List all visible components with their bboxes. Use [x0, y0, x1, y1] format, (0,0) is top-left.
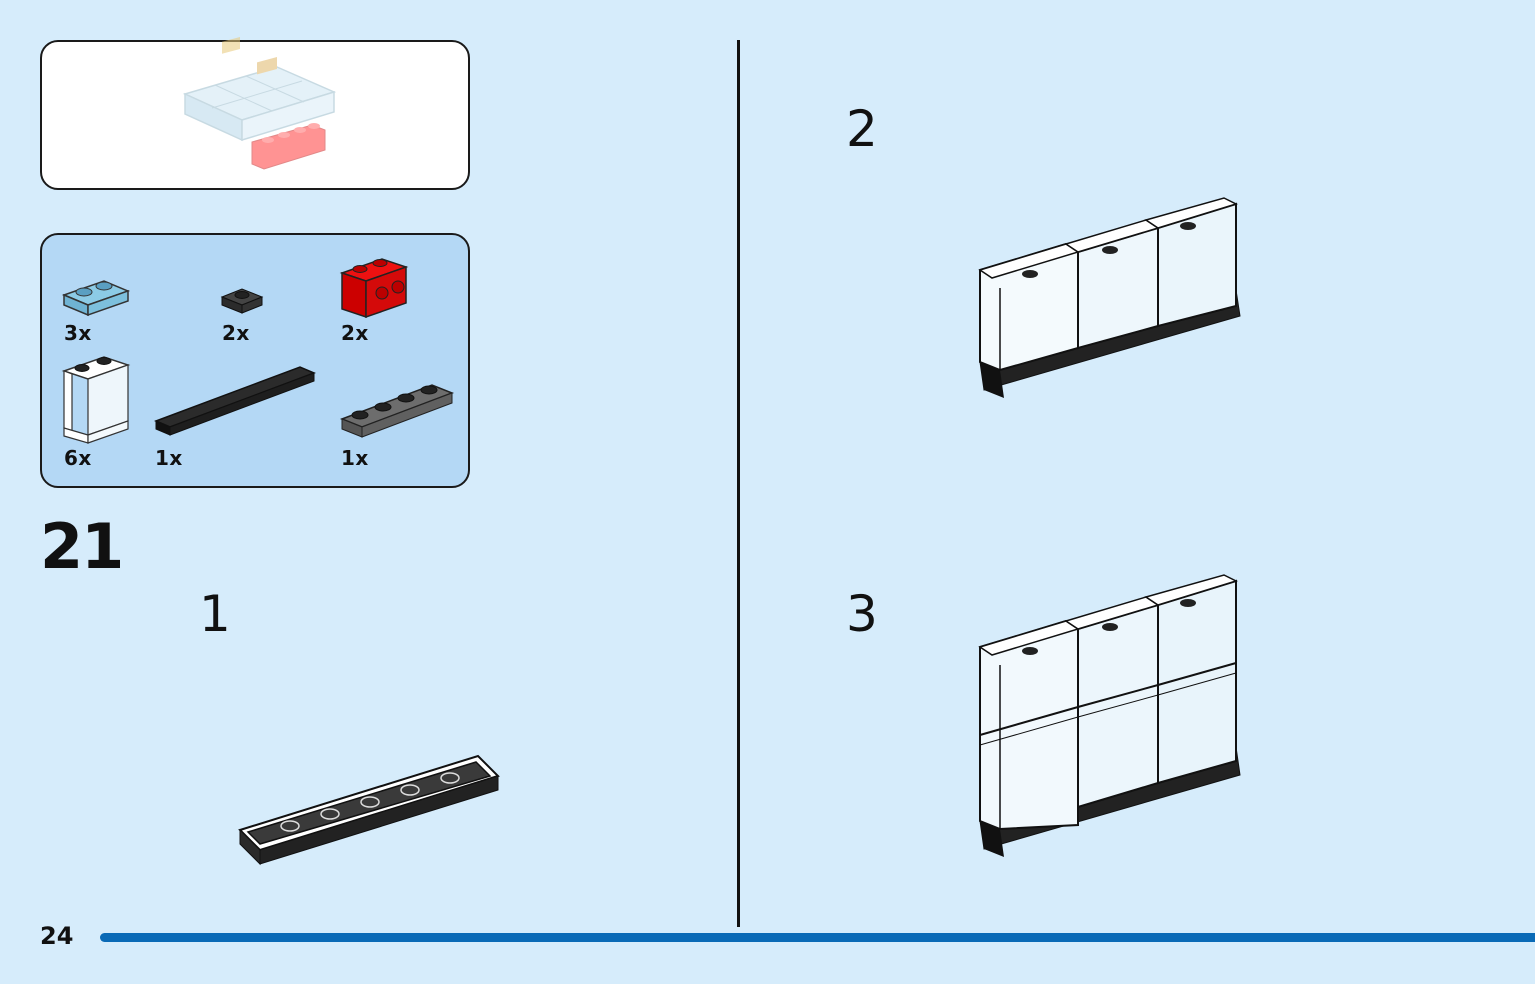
black-tile-1x6-icon	[153, 366, 317, 436]
preview-box	[40, 36, 470, 190]
display-case-preview-icon	[182, 36, 337, 170]
part-qty: 1x	[341, 446, 369, 470]
part-qty: 6x	[64, 446, 92, 470]
part-qty: 2x	[341, 321, 369, 345]
page-divider	[737, 40, 740, 927]
part-qty: 2x	[222, 321, 250, 345]
transparent-panel-1x2x2-icon	[61, 356, 131, 444]
three-panels-row-icon	[978, 197, 1241, 398]
black-round-plate-1x1-icon	[220, 288, 264, 314]
dark-gray-plate-1x4-icon	[339, 384, 455, 438]
red-brick-studs-side-icon	[339, 258, 409, 319]
substep-number: 1	[199, 585, 231, 643]
part-qty: 1x	[155, 446, 183, 470]
light-blue-plate-1x2-icon	[61, 280, 131, 317]
step-number: 21	[40, 510, 124, 583]
six-panels-wall-icon	[978, 574, 1241, 857]
parts-list-box: 3x 2x 2x 6x 1x	[40, 233, 470, 488]
substep-number: 3	[846, 585, 878, 643]
page-progress-bar	[100, 933, 1535, 942]
substep-number: 2	[846, 100, 878, 158]
black-plate-1x6-icon	[238, 754, 500, 866]
page-number: 24	[40, 922, 74, 950]
part-qty: 3x	[64, 321, 92, 345]
